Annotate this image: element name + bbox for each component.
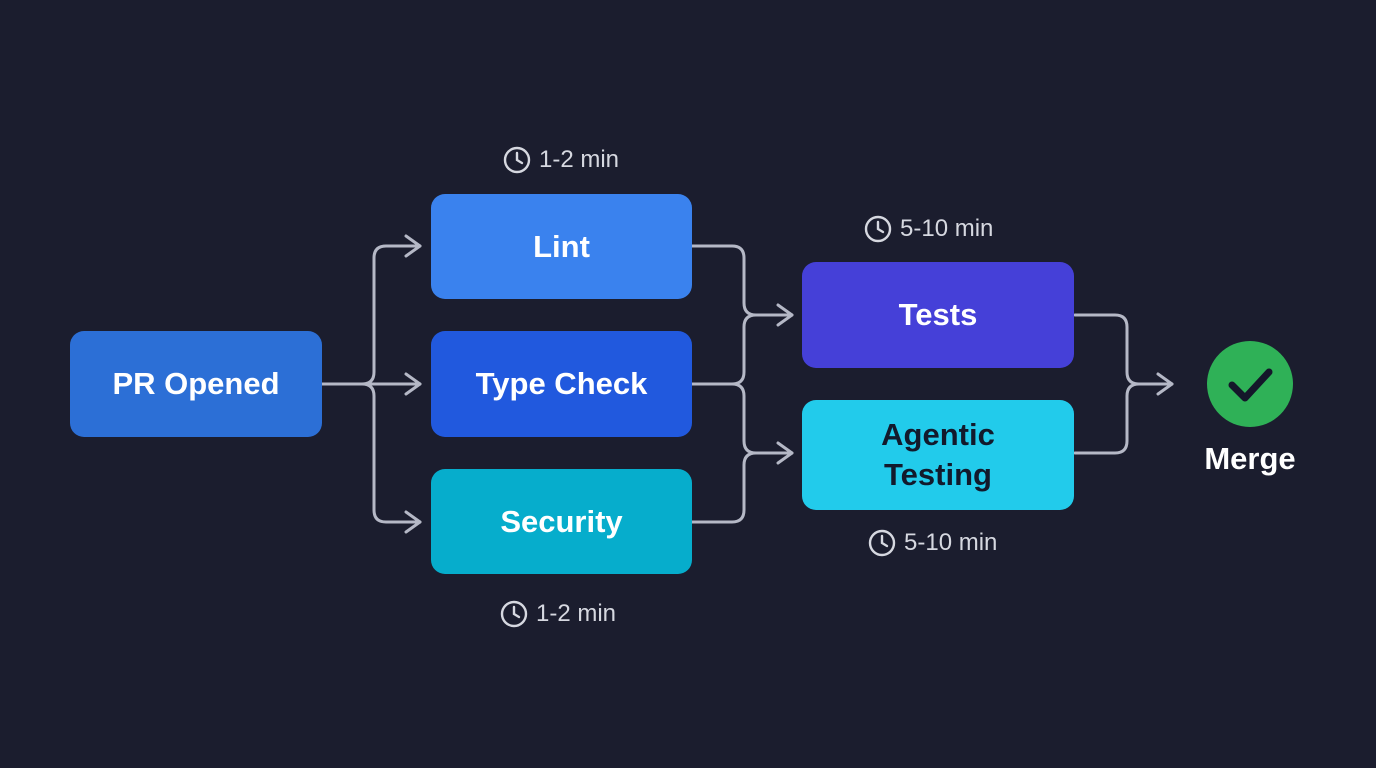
arrowhead-tests <box>776 303 794 327</box>
connector-typecheck-to-agentic <box>730 382 794 455</box>
node-security: Security <box>431 469 692 574</box>
clock-icon <box>864 215 892 243</box>
node-agentic-testing: Agentic Testing <box>802 400 1074 510</box>
node-lint-label: Lint <box>533 228 590 264</box>
arrowhead-agentic <box>776 441 794 465</box>
merge-label: Merge <box>1204 441 1296 476</box>
node-pr-opened: PR Opened <box>70 331 322 437</box>
arrowhead-lint <box>404 234 422 258</box>
node-type-check: Type Check <box>431 331 692 437</box>
node-tests-label: Tests <box>898 297 978 332</box>
node-agentic-testing-label: Agentic Testing <box>881 417 995 492</box>
connector-typecheck-join <box>690 313 758 386</box>
node-tests: Tests <box>802 262 1074 368</box>
timing-tests: 5-10 min <box>864 215 993 243</box>
timing-lint: 1-2 min <box>503 146 619 174</box>
node-security-label: Security <box>500 503 623 539</box>
node-lint: Lint <box>431 194 692 299</box>
clock-icon <box>868 529 896 557</box>
connector-pr-to-security <box>320 382 422 524</box>
arrowhead-security <box>404 510 422 534</box>
timing-agentic-testing-label: 5-10 min <box>904 529 998 556</box>
timing-security-label: 1-2 min <box>536 600 617 627</box>
check-circle-icon <box>1207 341 1293 427</box>
connector-agentic-to-merge <box>1073 382 1141 455</box>
node-type-check-label: Type Check <box>475 366 648 401</box>
timing-agentic-testing: 5-10 min <box>868 529 997 557</box>
arrowhead-merge <box>1156 372 1174 396</box>
clock-icon <box>500 600 528 628</box>
timing-lint-label: 1-2 min <box>539 146 620 173</box>
timing-tests-label: 5-10 min <box>900 215 994 242</box>
clock-icon <box>503 146 531 174</box>
node-pr-opened-label: PR Opened <box>112 366 280 401</box>
timing-security: 1-2 min <box>500 600 616 628</box>
arrowhead-typecheck <box>404 372 422 396</box>
connector-security-to-agentic <box>690 451 758 524</box>
connector-pr-to-lint <box>320 244 422 386</box>
